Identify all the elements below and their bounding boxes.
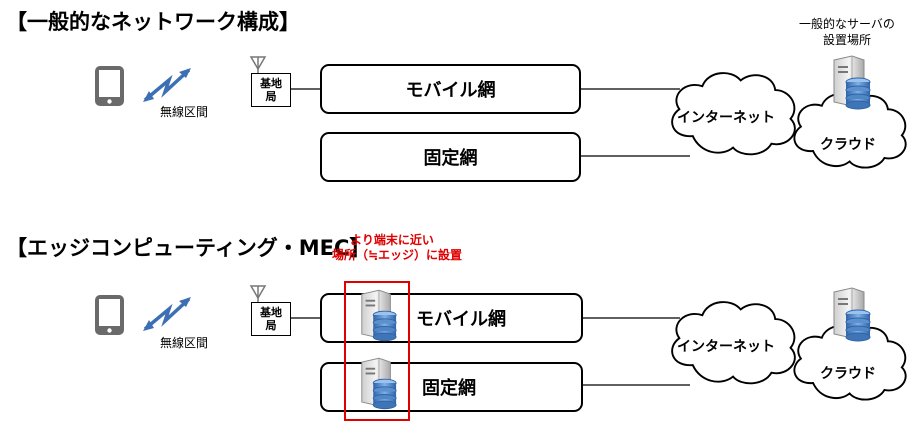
internet-label: インターネット <box>677 339 775 355</box>
server-caption-line1: 一般的なサーバの <box>799 17 895 31</box>
internet-label: インターネット <box>677 110 775 126</box>
mec-annotation-line1: より端末に近い <box>350 233 434 247</box>
fixed-network-label: 固定網 <box>422 378 476 399</box>
mec-title: 【エッジコンピューティング・MEC】 <box>6 236 371 260</box>
cloud-label: クラウド <box>820 137 876 153</box>
wireless-signal-icon <box>141 295 193 333</box>
cloud-label: クラウド <box>820 366 876 382</box>
mobile-network-label: モバイル網 <box>405 80 496 101</box>
server-icon <box>833 55 871 110</box>
base-station-line1: 基地 <box>260 77 282 90</box>
base-station-line2: 局 <box>265 319 277 332</box>
mobile-network-label: モバイル網 <box>416 309 506 330</box>
server-icon <box>833 287 871 342</box>
base-station: 基地 局 <box>251 302 291 336</box>
server-caption-line2: 設置場所 <box>822 33 871 47</box>
fixed-network-box: 固定網 <box>320 132 581 182</box>
mec-annotation: より端末に近い 場所（≒エッジ）に設置 <box>332 233 463 263</box>
wireless-label: 無線区間 <box>160 105 209 119</box>
base-station-line1: 基地 <box>260 306 282 319</box>
edge-highlight-box <box>344 281 410 421</box>
base-station-line2: 局 <box>265 90 277 103</box>
wireless-label: 無線区間 <box>160 336 209 350</box>
mec-annotation-line2: 場所（≒エッジ）に設置 <box>332 248 463 262</box>
antenna-icon <box>250 285 266 303</box>
phone-icon <box>95 295 124 335</box>
server-caption: 一般的なサーバの 設置場所 <box>797 16 897 48</box>
fixed-network-label: 固定網 <box>423 148 478 169</box>
mobile-network-box: モバイル網 <box>320 64 581 114</box>
base-station: 基地 局 <box>251 73 291 107</box>
general-title: 【一般的なネットワーク構成】 <box>6 10 300 34</box>
